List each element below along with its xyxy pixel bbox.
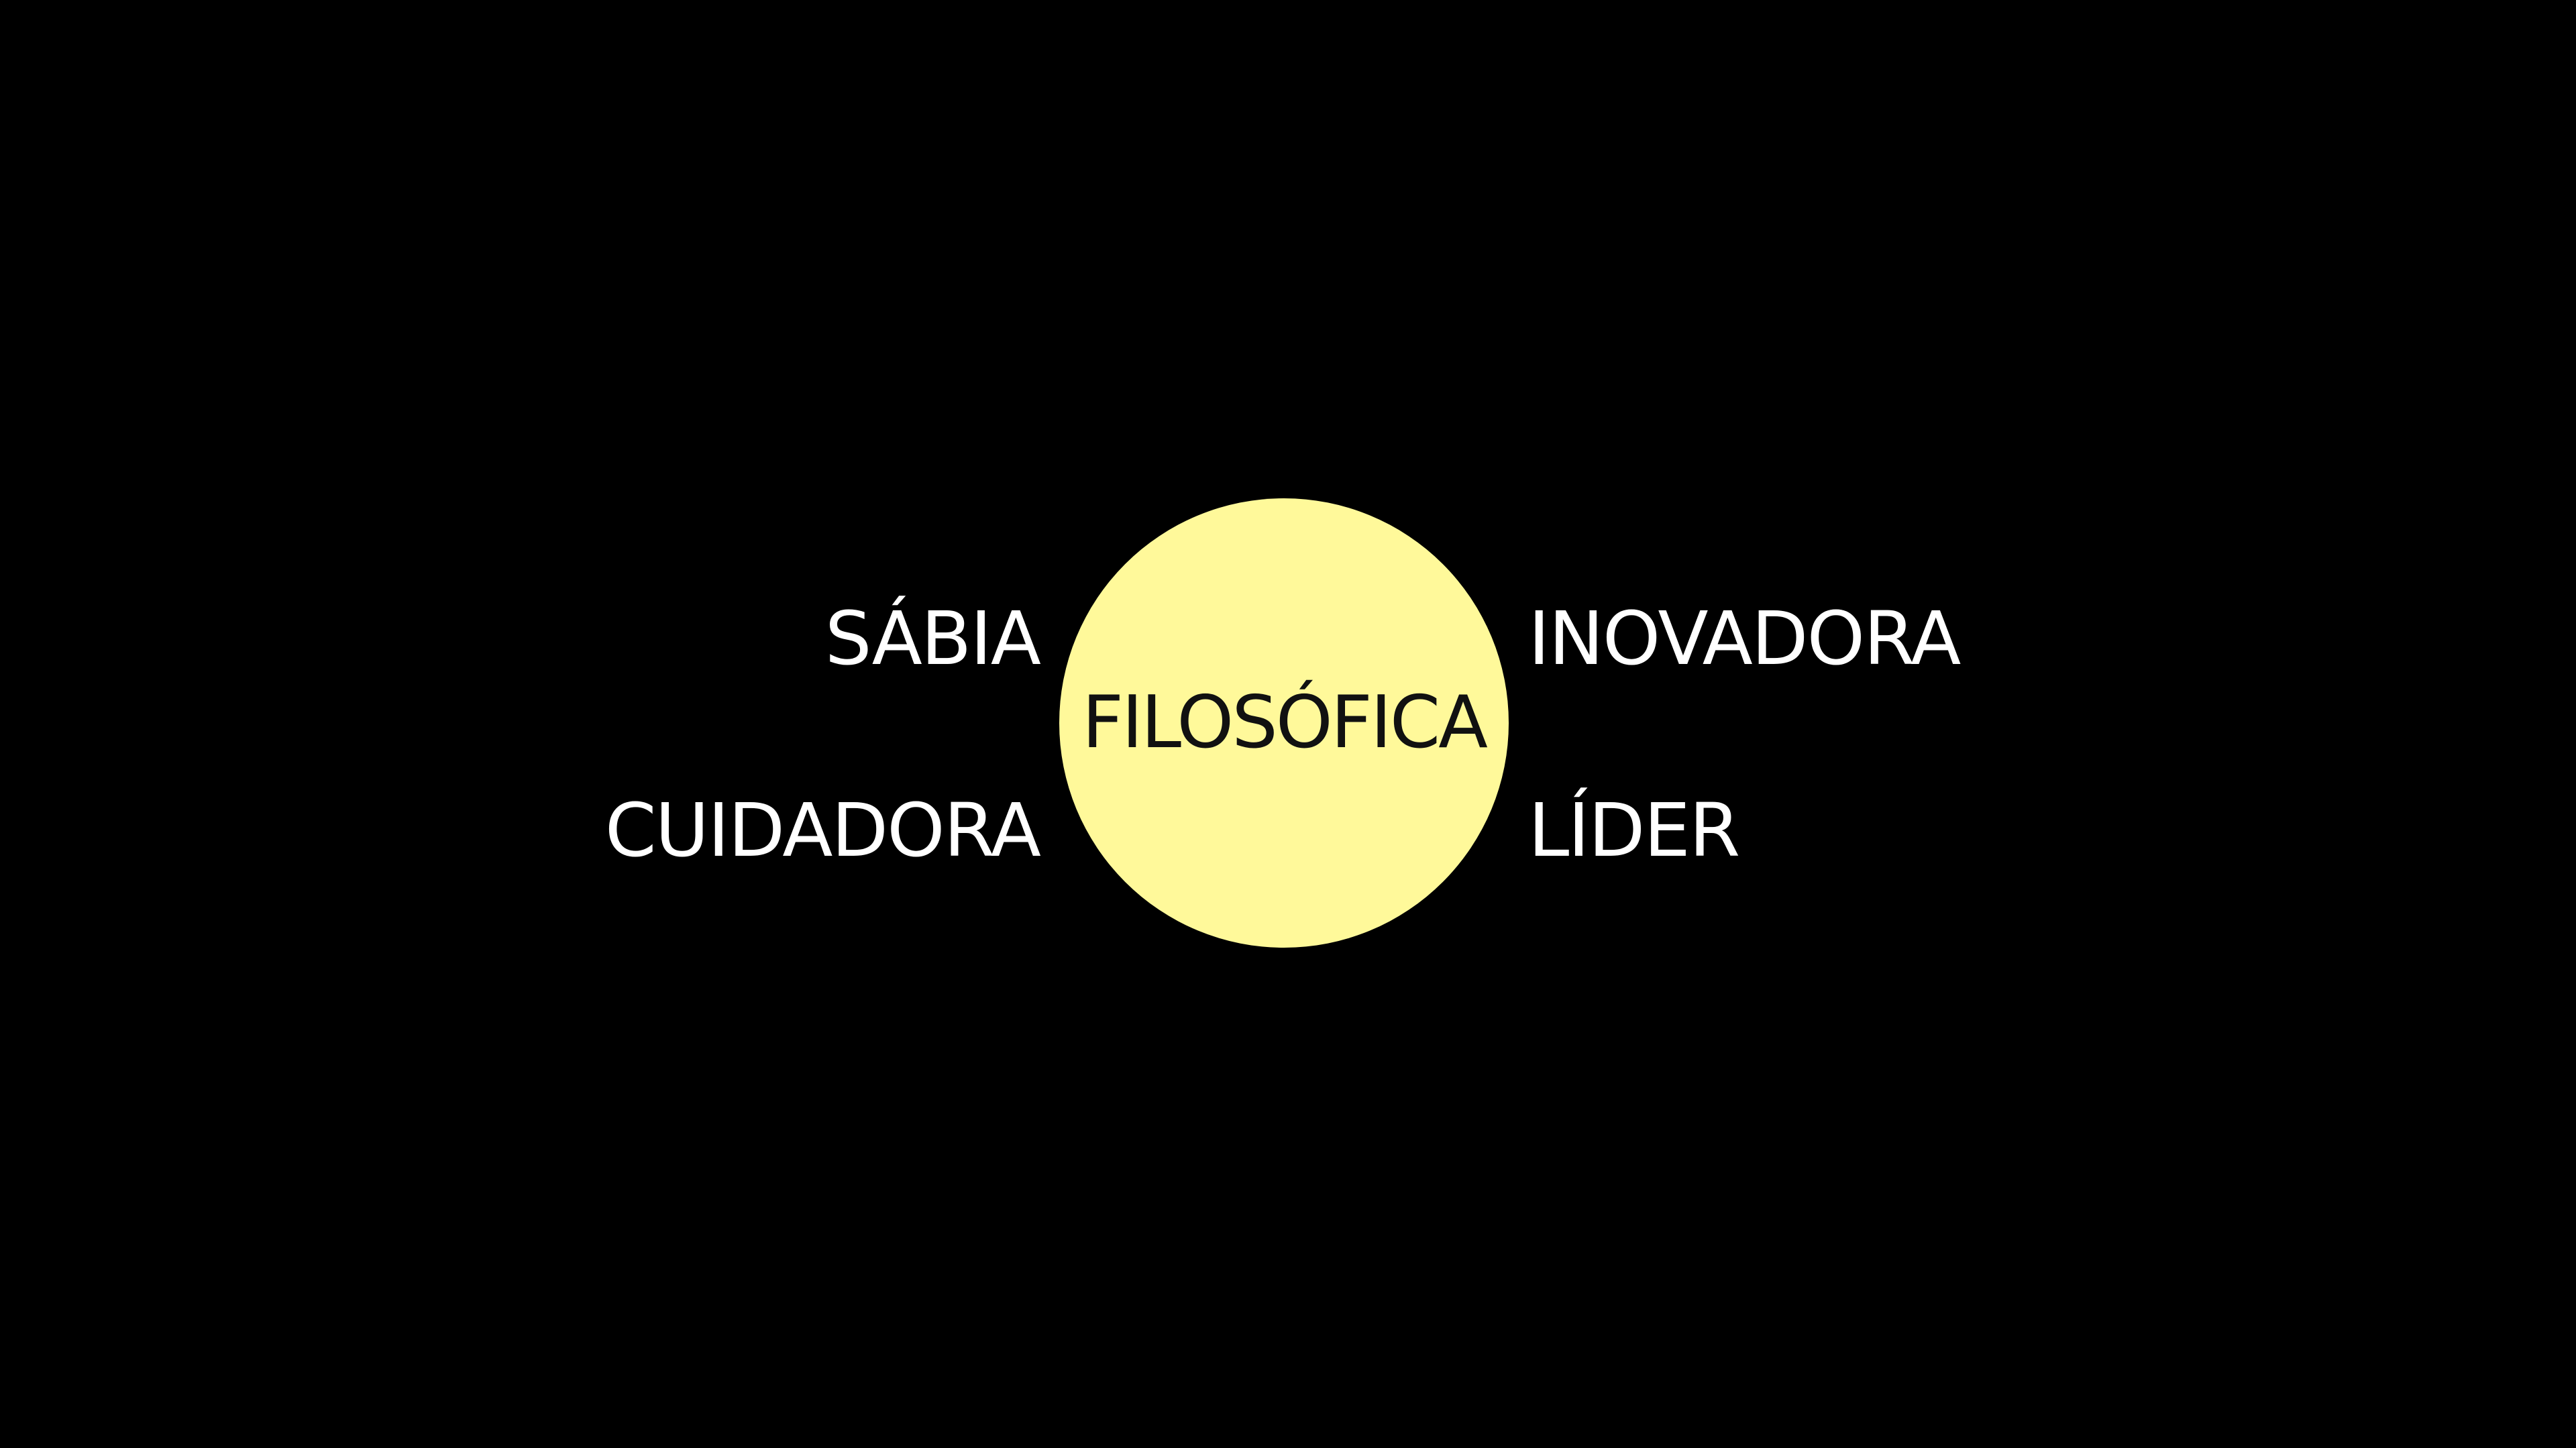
label-sabia: SÁBIA [824, 596, 1041, 681]
label-lider: LÍDER [1528, 787, 1740, 873]
center-circle: FILOSÓFICA [1059, 498, 1509, 948]
center-label: FILOSÓFICA [1081, 681, 1488, 765]
label-cuidadora: CUIDADORA [604, 787, 1041, 873]
label-inovadora: INOVADORA [1528, 596, 1961, 681]
